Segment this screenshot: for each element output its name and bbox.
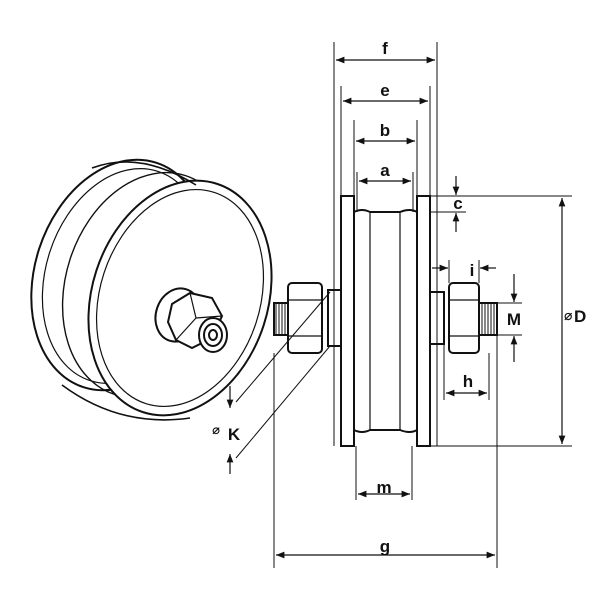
label-a: a [380, 161, 390, 180]
label-M: M [507, 310, 521, 329]
label-b: b [380, 121, 390, 140]
label-f: f [382, 39, 388, 58]
label-m: m [376, 478, 391, 497]
perspective-wheel [30, 158, 273, 421]
label-e: e [380, 81, 389, 100]
label-D-diameter: ⌀ [564, 307, 573, 323]
wheel-bottom-edge [61, 384, 191, 421]
groove-bottom [353, 429, 418, 433]
shaft-end-center [208, 329, 218, 341]
left-flange [340, 195, 355, 447]
right-flange [416, 195, 431, 447]
dimension-lines [226, 56, 566, 559]
label-i: i [470, 261, 475, 280]
wheel-front-face-inner [95, 188, 265, 408]
groove-top [353, 209, 418, 213]
label-g: g [380, 537, 390, 556]
label-K-diameter: ⌀ [212, 422, 220, 437]
wheel-top-edge [91, 161, 197, 186]
left-nut [287, 282, 323, 354]
label-D: D [574, 307, 586, 326]
shaft-end-inner [203, 323, 223, 347]
right-nut [448, 282, 480, 354]
dimension-labels: f e b a c i M ⌀ D h m g ⌀ K [212, 39, 586, 556]
label-K: K [228, 425, 241, 444]
label-c: c [453, 194, 462, 213]
side-view [273, 195, 498, 447]
hex-nut-edges [175, 292, 223, 341]
extension-lines [235, 42, 572, 568]
label-h: h [463, 372, 473, 391]
